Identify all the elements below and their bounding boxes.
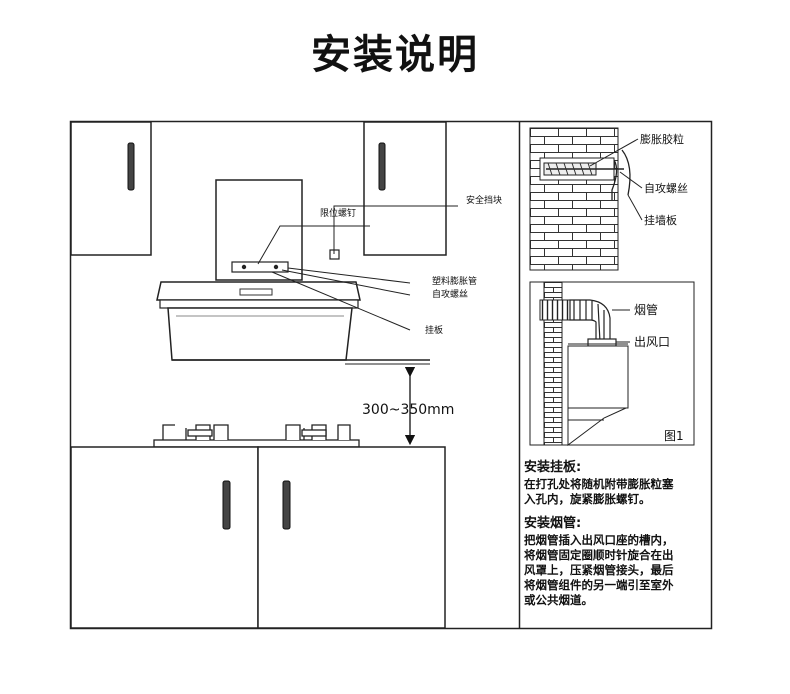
tapping-screw-label: 自攻螺丝 (432, 288, 468, 300)
instruction-hanging-plate: 安装挂板: 在打孔处将随机附带膨胀粒塞 入孔内，旋紧膨胀螺钉。 (524, 460, 714, 507)
cabinet-handle-icon (378, 142, 386, 191)
upper-right-cabinet (363, 121, 447, 256)
outlet-label: 出风口 (634, 335, 670, 349)
page-title: 安装说明 (311, 32, 479, 78)
instruction-line: 把烟管插入出风口座的槽内， (524, 533, 674, 547)
wall-leader-lines (589, 138, 643, 221)
instruction-line: 风罩上，压紧烟管接头，最后 (524, 563, 674, 577)
instruction-heading: 安装烟管: (524, 516, 582, 531)
instruction-line: 或公共烟道。 (524, 593, 593, 607)
leader-lines (257, 205, 458, 331)
wall-tapping-screw-label: 自攻螺丝 (644, 181, 688, 195)
distance-label: 300~350mm (362, 402, 454, 418)
instruction-line: 将烟管固定圈顺时针旋合在出 (524, 548, 674, 562)
cabinet-handle-icon (222, 480, 231, 530)
figure-label: 图1 (664, 429, 684, 443)
hanging-plate-label: 挂板 (425, 324, 443, 336)
instruction-line: 在打孔处将随机附带膨胀粒塞 (524, 477, 674, 491)
instruction-line: 入孔内，旋紧膨胀螺钉。 (524, 492, 651, 506)
cabinet-handle-icon (282, 480, 291, 530)
wall-plate-label: 挂墙板 (644, 213, 677, 227)
expansion-anchor-label: 膨胀胶粒 (640, 132, 684, 146)
duct-detail (529, 281, 695, 446)
instruction-duct: 安装烟管: 把烟管插入出风口座的槽内， 将烟管固定圈顺时针旋合在出 风罩上，压紧… (524, 516, 714, 608)
gas-stove (153, 424, 360, 448)
lower-cabinet (70, 446, 446, 629)
limit-screw-label: 限位螺钉 (320, 207, 356, 219)
duct-label: 烟管 (634, 302, 658, 317)
plastic-anchor-label: 塑料膨胀管 (432, 275, 477, 287)
upper-left-cabinet (70, 121, 152, 256)
range-hood (156, 179, 430, 365)
hanging-plate (231, 261, 289, 273)
safety-block-label: 安全挡块 (466, 194, 502, 206)
duct-leader-lines (612, 309, 630, 343)
control-panel (239, 288, 273, 296)
instruction-line: 将烟管组件的另一端引至室外 (524, 578, 674, 592)
instruction-heading: 安装挂板: (524, 460, 582, 475)
duct-pipe (539, 299, 571, 321)
wall-detail (529, 127, 631, 271)
cabinet-handle-icon (127, 142, 135, 191)
